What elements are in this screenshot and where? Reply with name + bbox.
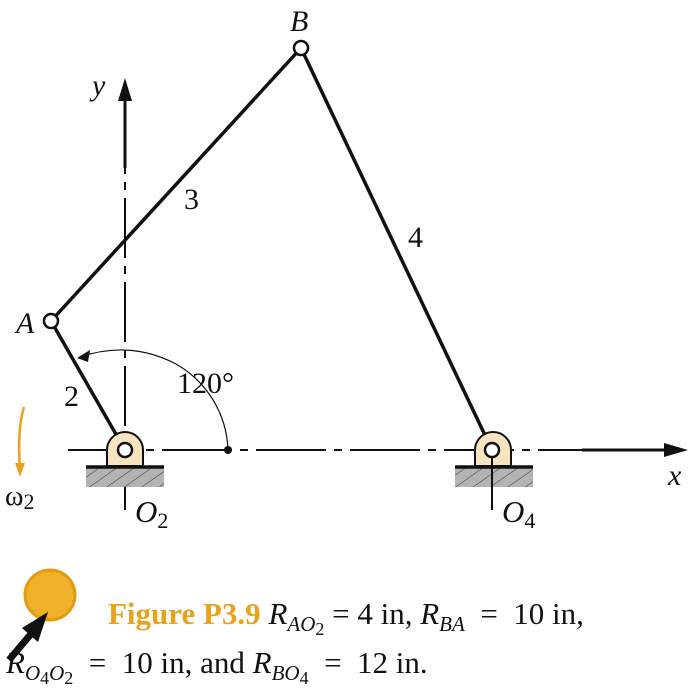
- r-value: = 10 in, and: [73, 645, 253, 680]
- r-subsubscript: 4: [299, 668, 309, 689]
- pin-b: [292, 39, 310, 57]
- r-subsubscript: 4: [40, 668, 50, 689]
- ground-support-o4: [455, 431, 533, 487]
- r-symbol: R: [6, 645, 25, 680]
- ground-support-o2: [86, 431, 164, 487]
- label-angle: 120°: [177, 367, 234, 400]
- angle-dot: [224, 446, 232, 454]
- caption-line-2: RO4O2 = 10 in, and RBO4 = 12 in.: [6, 645, 428, 689]
- label-link-3: 3: [184, 183, 199, 216]
- r-subscript: O: [24, 661, 41, 686]
- label-omega: ω2: [5, 481, 34, 514]
- r-subscript: AO: [287, 612, 316, 637]
- r-subsubscript: 2: [64, 668, 74, 689]
- label-link-4: 4: [408, 221, 423, 254]
- label-link-2: 2: [64, 380, 79, 413]
- angle-arc: [79, 349, 229, 451]
- pin-o2: [116, 441, 134, 459]
- r-symbol: R: [268, 596, 288, 631]
- pin-o4: [483, 441, 501, 459]
- label-o4: O4: [502, 494, 535, 533]
- label-b: B: [290, 5, 308, 38]
- r-subscript: O: [49, 661, 65, 686]
- r-value: = 12 in.: [308, 645, 428, 680]
- pin-a: [42, 312, 60, 330]
- link-2: [49, 320, 127, 451]
- r-symbol: R: [420, 596, 440, 631]
- r-subsubscript: 2: [315, 619, 325, 640]
- r-symbol: R: [252, 645, 272, 680]
- r-subscript: BA: [439, 612, 465, 637]
- omega-arrow-icon: [17, 406, 26, 469]
- r-subscript: BO: [271, 661, 300, 686]
- badge-icon: [23, 568, 77, 622]
- r-value: = 4 in,: [324, 596, 421, 631]
- label-a: A: [14, 307, 35, 340]
- link-3: [49, 46, 303, 323]
- r-value: = 10 in,: [464, 596, 584, 631]
- label-y: y: [89, 69, 106, 102]
- figure-label: Figure P3.9: [108, 596, 261, 631]
- label-x: x: [667, 459, 682, 492]
- label-o2: O2: [135, 494, 168, 533]
- angle-arrow-icon: [77, 350, 90, 362]
- x-axis-arrow-icon: [664, 443, 688, 457]
- y-axis-arrow-icon: [118, 78, 132, 101]
- caption-line-1: Figure P3.9 RAO2 = 4 in, RBA = 10 in,: [108, 596, 584, 640]
- link-4: [299, 47, 494, 451]
